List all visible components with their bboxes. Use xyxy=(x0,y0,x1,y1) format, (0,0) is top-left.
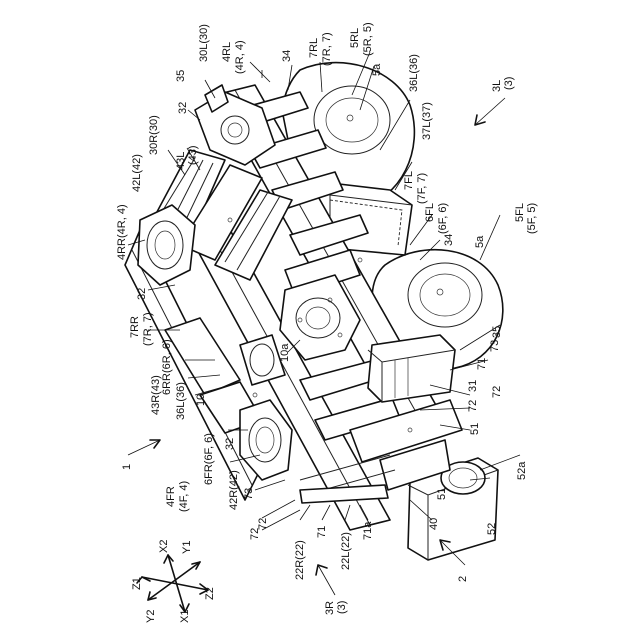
label-42r: 42R(42) xyxy=(228,470,240,510)
label-43r: 43R(43) xyxy=(150,375,162,415)
label-32-mid: 32 xyxy=(136,288,148,300)
axis-x2: X2 xyxy=(158,540,170,553)
axis-y1: Y1 xyxy=(181,541,193,554)
axis-y2: Y2 xyxy=(145,610,157,623)
label-3l-p: (3) xyxy=(503,77,515,90)
axis-z1: Z1 xyxy=(131,577,143,590)
label-30r: 30R(30) xyxy=(148,115,160,155)
rear-right-hub xyxy=(138,205,195,285)
axis-triad xyxy=(137,555,208,612)
label-52: 52 xyxy=(486,523,498,535)
label-7rl: 7RL xyxy=(308,38,320,58)
label-32-top: 32 xyxy=(177,102,189,114)
label-6rr: 6RR(6R, 6) xyxy=(161,339,173,395)
label-4rr: 4RR(4R, 4) xyxy=(116,204,128,260)
label-5fl: 5FL xyxy=(514,203,526,222)
label-51b: 51 xyxy=(436,488,448,500)
arrow-3l xyxy=(475,98,505,125)
label-10: 10 xyxy=(195,394,207,406)
label-4fr: 4FR xyxy=(165,486,177,507)
label-5fl-p: (5F, 5) xyxy=(526,203,538,234)
label-31: 31 xyxy=(467,380,479,392)
label-73: 73 xyxy=(489,340,501,352)
label-35-top: 35 xyxy=(175,70,187,82)
label-6fl: 6FL xyxy=(424,203,436,222)
label-43l: 43L xyxy=(175,152,187,170)
upper-drive-unit xyxy=(195,85,275,165)
label-2: 2 xyxy=(457,576,469,582)
label-73-low: 73 xyxy=(243,488,255,500)
label-42l: 42L(42) xyxy=(131,154,143,192)
label-22r: 22R(22) xyxy=(294,540,306,580)
label-36l: 36L(36) xyxy=(408,54,420,92)
label-35-mid: 35 xyxy=(491,326,503,338)
label-1: 1 xyxy=(121,464,133,470)
label-7rr-p: (7R, 7) xyxy=(142,312,154,346)
label-3r: 3R xyxy=(324,601,336,615)
label-7fl-p: (7F, 7) xyxy=(416,173,428,204)
label-43l-p: (43) xyxy=(187,145,199,165)
label-72-low2: 72 xyxy=(249,528,261,540)
label-7rr: 7RR xyxy=(129,316,141,338)
label-72b: 72 xyxy=(491,386,503,398)
label-4rl-p: (4R, 4) xyxy=(234,40,246,74)
label-40: 40 xyxy=(428,518,440,530)
label-71-low: 71 xyxy=(316,526,328,538)
label-36l-b: 36L(36) xyxy=(175,382,187,420)
front-battery-block xyxy=(368,335,455,402)
label-3l: 3L xyxy=(491,80,503,92)
label-52a: 52a xyxy=(516,461,528,480)
label-71a: 71a xyxy=(362,521,374,540)
label-32-low: 32 xyxy=(224,438,236,450)
label-6fr: 6FR(6F, 6) xyxy=(203,433,215,485)
label-4rl: 4RL xyxy=(221,42,233,62)
label-30l: 30L(30) xyxy=(198,24,210,62)
label-5rl-p: (5R, 5) xyxy=(362,22,374,56)
label-22l: 22L(22) xyxy=(340,532,352,570)
label-7rl-p: (7R, 7) xyxy=(321,32,333,66)
label-34-top: 34 xyxy=(281,50,293,62)
label-51a: 51 xyxy=(469,423,481,435)
label-7fl: 7FL xyxy=(403,171,415,190)
arrow-1 xyxy=(128,440,160,455)
label-71: 71 xyxy=(476,358,488,370)
label-5rl: 5RL xyxy=(349,28,361,48)
label-5a-mid: 5a xyxy=(474,235,486,248)
label-10a: 10a xyxy=(279,343,291,362)
label-3r-p: (3) xyxy=(336,601,348,614)
label-5a-top: 5a xyxy=(371,63,383,76)
arrow-3r xyxy=(316,565,335,595)
axis-x1: X1 xyxy=(179,610,191,623)
axis-z2: Z2 xyxy=(204,587,216,600)
label-34-mid: 34 xyxy=(443,234,455,246)
label-37l: 37L(37) xyxy=(421,102,433,140)
label-72a: 72 xyxy=(467,400,479,412)
label-6fl-p: (6F, 6) xyxy=(437,203,449,234)
label-4fr-p: (4F, 4) xyxy=(178,481,190,512)
